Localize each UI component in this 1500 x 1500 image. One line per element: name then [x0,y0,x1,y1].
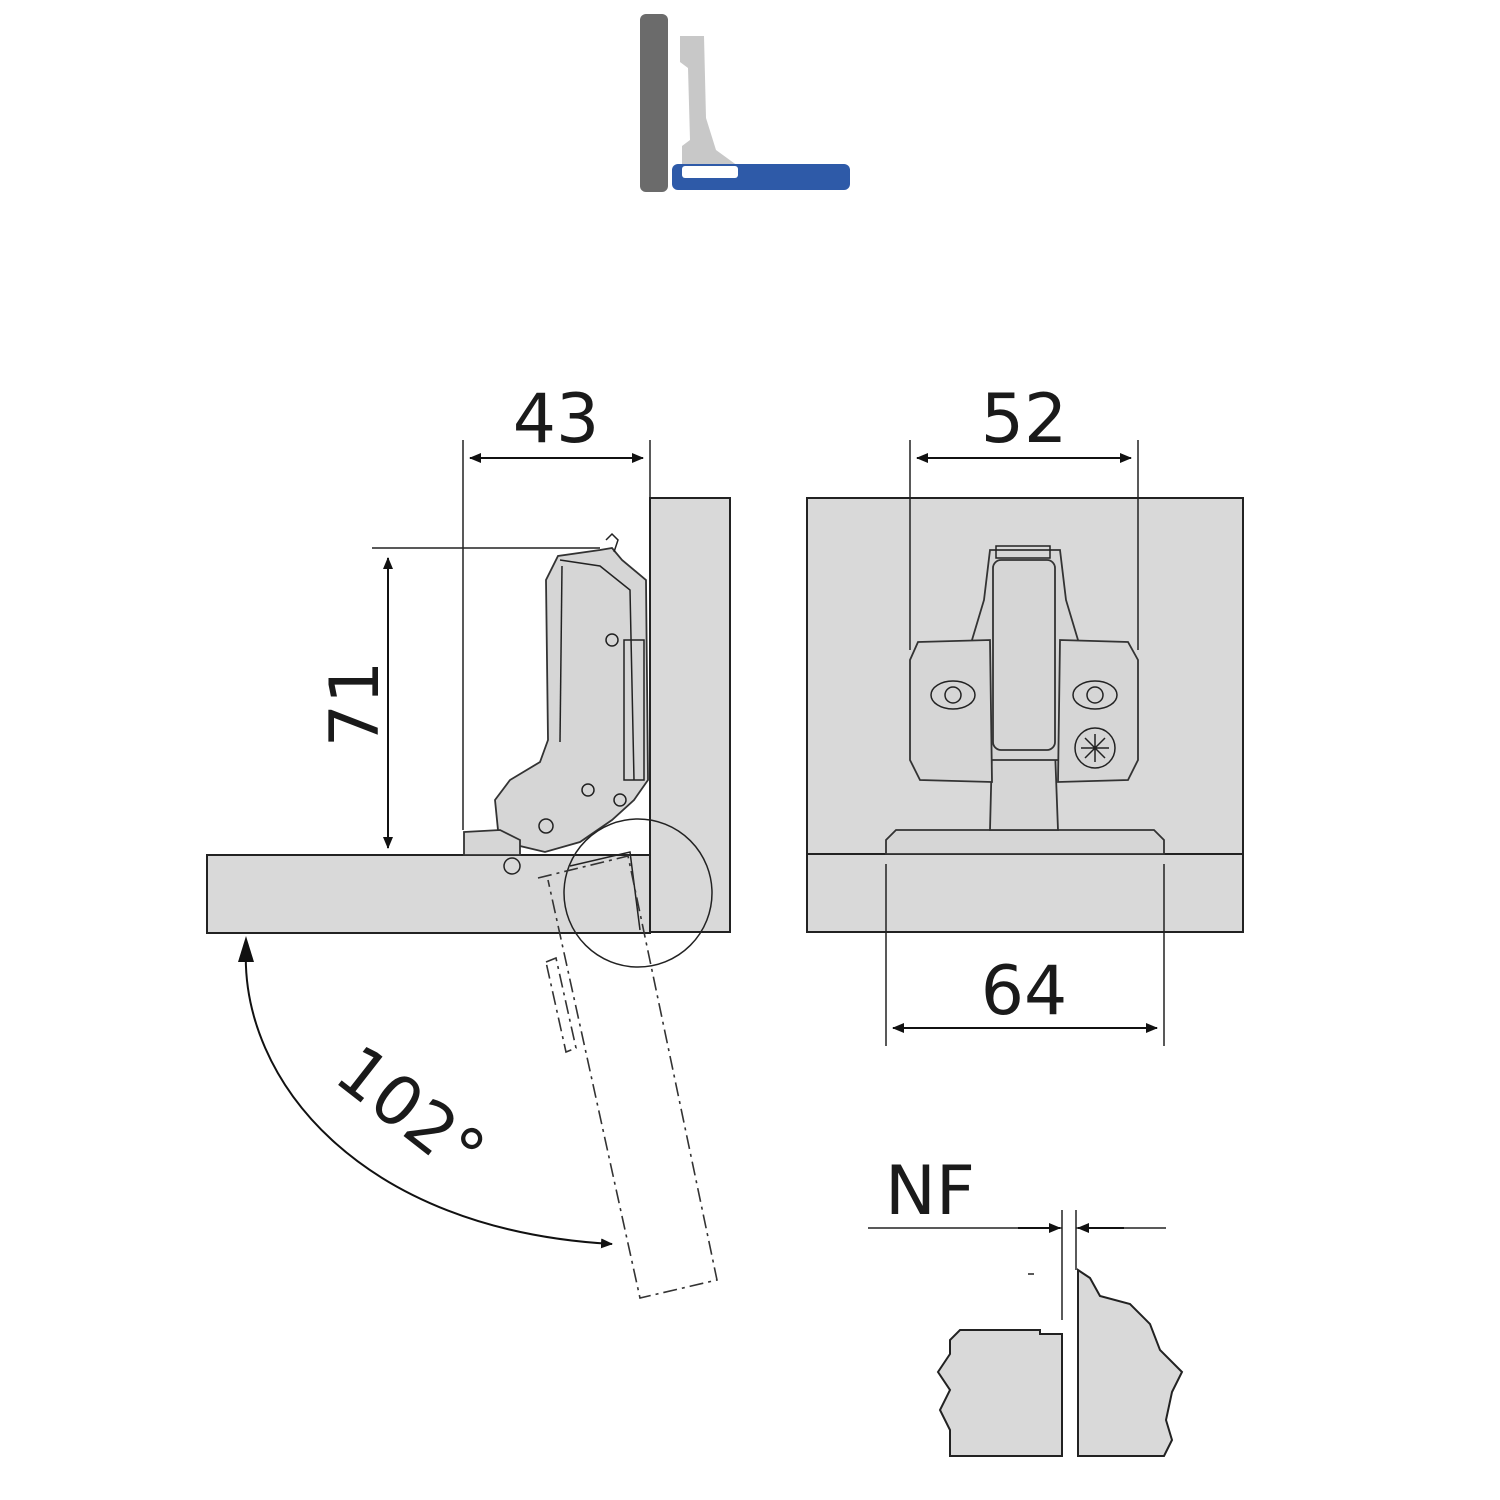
angle-arrow-up [238,936,254,962]
dim-43-label: 43 [513,380,600,459]
nf-detail: NF [868,1152,1184,1457]
hinge-overlay-icon [640,14,850,192]
nf-side-section [1077,1268,1184,1457]
front-view: 52 64 [806,380,1244,1046]
adjustment-screw [1074,727,1116,769]
right-wing [1057,639,1139,783]
left-wing [909,639,993,783]
dim-71-label: 71 [316,661,395,748]
angle-label: 102° [321,1031,499,1194]
detail-circle [563,818,713,968]
mounting-plate [885,829,1165,855]
nf-door-section [936,1329,1063,1457]
front-door-edge [806,853,1244,933]
opened-door-outline [537,855,718,1299]
dim-52-label: 52 [981,380,1068,459]
side-view: 43 71 102° [206,380,731,1299]
dim-64-label: 64 [981,952,1068,1031]
cabinet-side-panel [649,497,731,933]
angle-arc [244,947,613,1249]
nf-label: NF [885,1152,975,1231]
hinge-arm [463,532,649,875]
